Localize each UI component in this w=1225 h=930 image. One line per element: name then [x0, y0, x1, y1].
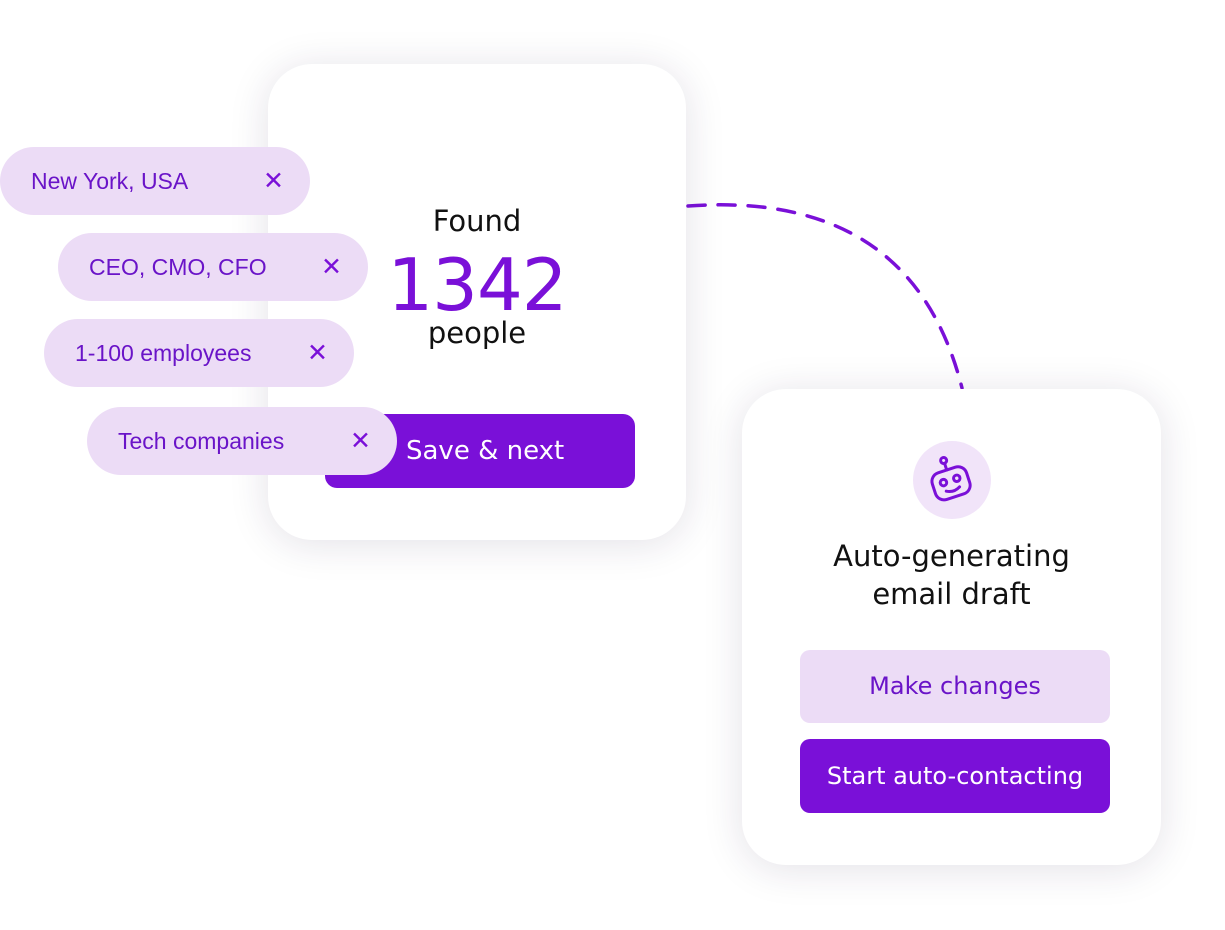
found-label: Found: [432, 204, 522, 238]
filter-chip-roles: CEO, CMO, CFO ✕: [58, 233, 368, 301]
draft-title-line2: email draft: [872, 577, 1031, 611]
close-icon[interactable]: ✕: [263, 166, 284, 195]
filter-chip-industry: Tech companies ✕: [87, 407, 397, 475]
results-count: 1342: [387, 243, 567, 327]
filter-chip-label: New York, USA: [31, 168, 189, 194]
filter-chip-label: 1-100 employees: [75, 340, 252, 366]
save-next-label: Save & next: [406, 436, 565, 466]
filter-chip-label: Tech companies: [118, 428, 285, 454]
draft-title-line1: Auto-generating: [833, 539, 1070, 573]
start-auto-contacting-button[interactable]: Start auto-contacting: [800, 739, 1110, 813]
filter-chip-company-size: 1-100 employees ✕: [44, 319, 354, 387]
robot-icon-badge: [913, 441, 991, 519]
filter-chip-location: New York, USA ✕: [0, 147, 310, 215]
make-changes-button[interactable]: Make changes: [800, 650, 1110, 723]
filter-chip-label: CEO, CMO, CFO: [89, 254, 267, 280]
close-icon[interactable]: ✕: [321, 252, 342, 281]
robot-icon: [930, 455, 972, 502]
results-unit-label: people: [427, 316, 527, 350]
close-icon[interactable]: ✕: [307, 338, 328, 367]
close-icon[interactable]: ✕: [350, 426, 371, 455]
draft-title: Auto-generating email draft: [742, 537, 1161, 613]
